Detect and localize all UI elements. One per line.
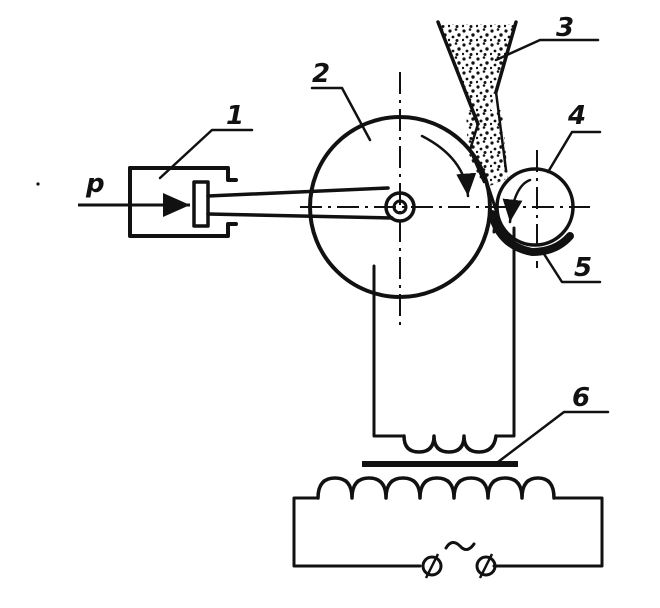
leader-line-2 (310, 86, 372, 142)
small-roll-rotation-arrow (502, 178, 532, 224)
secondary-lead-right (494, 226, 516, 438)
primary-coil (316, 476, 556, 500)
label-6: 6 (572, 383, 590, 413)
leader-line-5 (542, 252, 602, 284)
roll-rotation-arrow (420, 134, 477, 198)
piston-rod (206, 186, 394, 220)
piston-head (192, 180, 210, 228)
terminal-left (421, 555, 443, 577)
rolled-strip (486, 184, 498, 234)
leader-line-3 (494, 38, 600, 62)
leader-line-6 (496, 410, 610, 464)
label-4: 4 (567, 101, 586, 131)
label-3: 3 (556, 13, 574, 43)
label-5: 5 (574, 253, 592, 283)
sliding-contact (488, 210, 574, 256)
label-1: 1 (226, 101, 244, 131)
primary-lead-left (292, 496, 422, 568)
label-2: 2 (312, 59, 330, 89)
stray-dot (36, 182, 40, 186)
hydraulic-cylinder (128, 166, 394, 238)
ac-supply-terminals (421, 541, 497, 579)
secondary-lead-left (372, 264, 406, 438)
terminal-right (475, 555, 497, 577)
powder-hopper (436, 20, 518, 186)
secondary-coil (402, 434, 498, 454)
tilde-icon (444, 541, 476, 551)
primary-lead-right (492, 496, 604, 568)
pressure-label: p (85, 169, 105, 199)
leader-line-1 (158, 128, 254, 180)
leader-line-4 (546, 130, 602, 174)
